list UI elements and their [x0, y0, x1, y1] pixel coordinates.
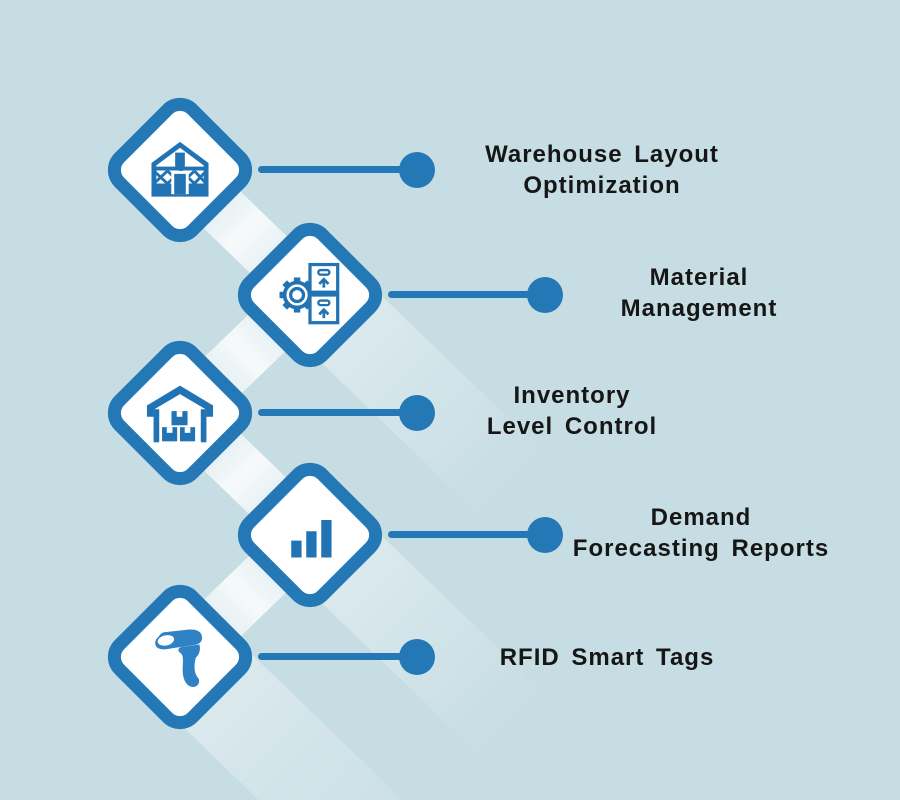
feature-label-4-line1: Demand	[650, 504, 752, 531]
feature-label-2-line2: Management	[620, 295, 778, 322]
feature-label-1: Warehouse Layout Optimization	[422, 139, 782, 201]
connector-line-2	[388, 291, 540, 298]
connector-line-5	[258, 653, 412, 660]
feature-label-3: Inventory Level Control	[392, 380, 752, 442]
feature-label-5-line1: RFID Smart Tags	[499, 644, 715, 671]
feature-label-4: Demand Forecasting Reports	[521, 502, 881, 564]
connector-line-3	[258, 409, 412, 416]
connector-dot-4	[527, 517, 563, 553]
feature-label-5: RFID Smart Tags	[427, 642, 787, 673]
connector-dot-1	[399, 152, 435, 188]
connector-dot-2	[527, 277, 563, 313]
connector-dot-5	[399, 639, 435, 675]
connector-line-1	[258, 166, 412, 173]
connector-line-4	[388, 531, 540, 538]
feature-label-2-line1: Material	[649, 264, 749, 291]
feature-label-1-line2: Optimization	[523, 172, 681, 199]
feature-label-2: Material Management	[519, 262, 879, 324]
feature-label-1-line1: Warehouse Layout	[485, 141, 719, 168]
connector-dot-3	[399, 395, 435, 431]
barcode-scanner-icon	[148, 621, 212, 693]
feature-label-3-line1: Inventory	[513, 382, 631, 409]
feature-label-3-line2: Level Control	[486, 413, 658, 440]
diamond-tile-5	[97, 574, 263, 740]
feature-label-4-line2: Forecasting Reports	[572, 535, 830, 562]
